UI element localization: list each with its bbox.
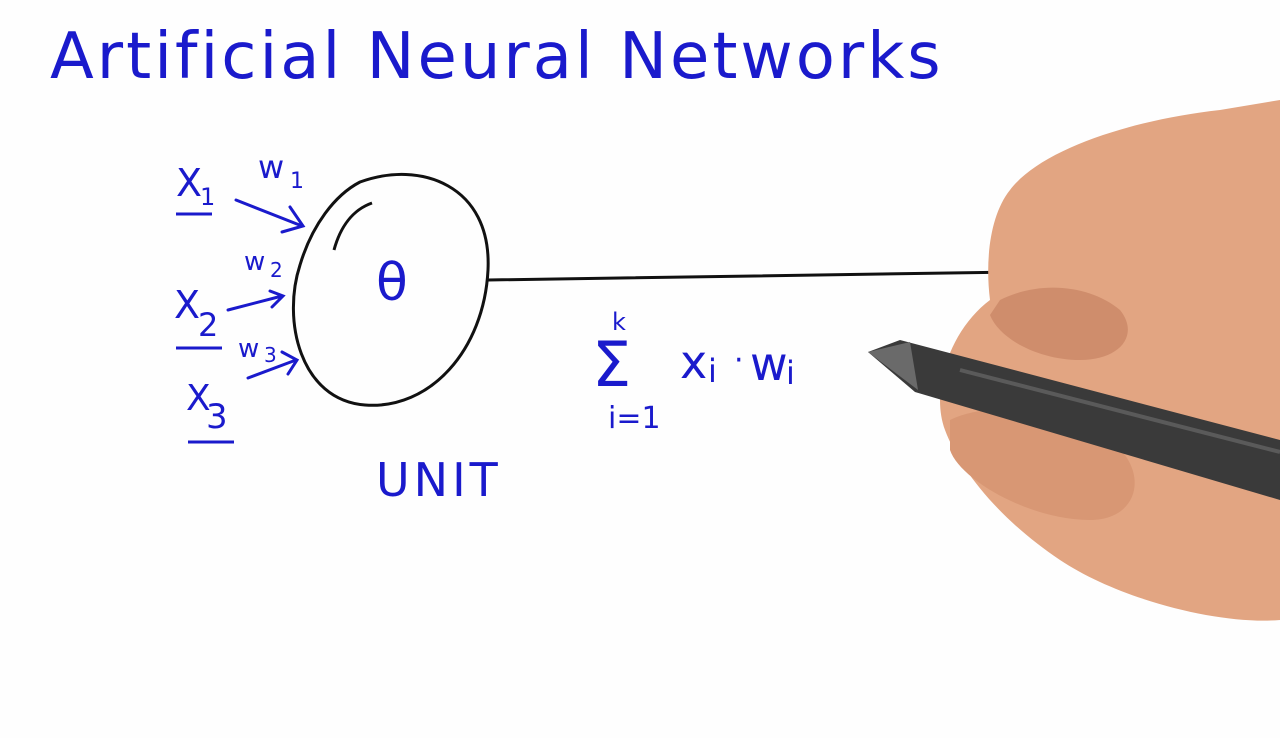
weight-w1: w 1 [258,148,304,194]
formula-x-subscript: i [708,352,717,390]
hand-with-pen-image [868,100,1280,621]
input-x2: X 2 [174,283,222,350]
input-x2-subscript: 2 [198,306,218,344]
weight-w1-label: w [258,148,284,186]
weight-w2-label: w [244,247,265,277]
input-x1-subscript: 1 [200,183,215,211]
weight-w3: w 3 [238,334,277,367]
weight-w1-subscript: 1 [290,169,304,194]
input-x1: X 1 [176,161,215,216]
finger-shadow [990,287,1128,360]
formula-w: w [750,337,788,391]
sum-lower-limit: i=1 [608,401,661,436]
formula-w-subscript: i [786,354,795,392]
stylus-tip [868,342,918,390]
diagram-title: Artificial Neural Networks [50,20,944,94]
weighted-sum-formula: k Σ i=1 x i · w i [592,308,795,436]
formula-dot: · [734,343,744,378]
sum-upper-limit: k [612,308,626,336]
stylus-body [868,340,1280,500]
input-arrows [226,198,306,380]
formula-x: x [680,335,707,389]
arrow-x1-to-unit [234,198,306,234]
weight-w3-subscript: 3 [264,343,277,367]
weight-w2-subscript: 2 [270,258,283,282]
weight-w3-label: w [238,334,259,364]
unit-circle [291,173,490,407]
unit-caption: UNIT [376,453,502,507]
sigma-symbol: Σ [592,328,631,401]
arrow-x3-to-unit [246,350,300,380]
input-x3-subscript: 3 [206,397,228,437]
input-x2-label: X [174,283,200,327]
stylus-highlight [959,368,1280,454]
unit-node: θ [291,173,490,407]
threshold-theta: θ [376,253,408,313]
unit-circle-stroke-start [332,201,373,251]
input-x1-label: X [176,161,202,205]
input-x3-label: X [186,378,211,419]
input-x3: X 3 [186,378,234,444]
arrow-x2-to-unit [226,289,286,312]
weight-w2: w 2 [244,247,283,282]
hand-shape [940,100,1280,621]
